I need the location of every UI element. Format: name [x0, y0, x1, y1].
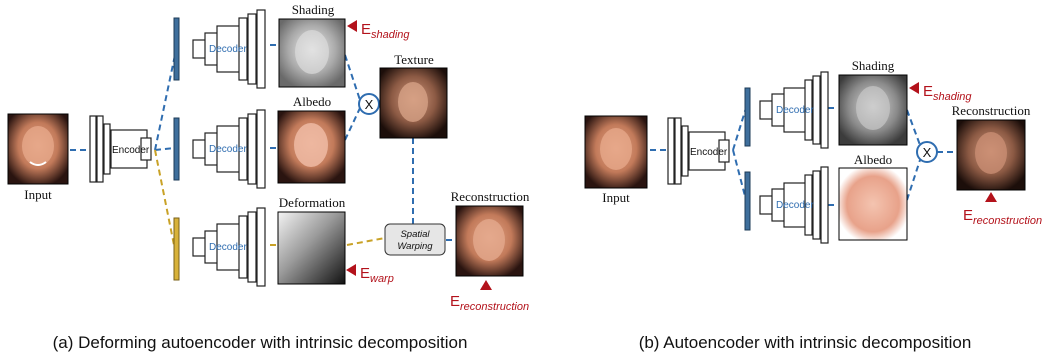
decoder-albedo-a [192, 109, 266, 189]
e-reconstruction-sub-a: reconstruction [460, 301, 529, 313]
decoder-label-albedo-b: Decoder [776, 200, 814, 211]
panel-a-blue-connections [70, 44, 455, 241]
latent-bar-albedo-b [744, 171, 751, 231]
caption-a: (a) Deforming autoencoder with intrinsic… [53, 333, 468, 352]
e-warp-base-a: E [360, 265, 370, 282]
shading-error-marker-a [347, 20, 357, 32]
e-shading-base-b: E [923, 83, 933, 100]
e-reconstruction-base-a: E [450, 293, 460, 310]
decoder-label-deformation-a: Decoder [209, 242, 247, 253]
caption-b: (b) Autoencoder with intrinsic decomposi… [639, 333, 972, 352]
e-reconstruction-sub-b: reconstruction [973, 215, 1042, 227]
decoder-deformation-a [192, 207, 266, 287]
decoder-label-shading-a: Decoder [209, 44, 247, 55]
albedo-label-a: Albedo [293, 94, 331, 109]
panel-a: Input Encoder Decoder [7, 2, 530, 352]
decoder-label-albedo-a: Decoder [209, 144, 247, 155]
decoder-shading-b [759, 71, 829, 149]
multiply-symbol-a: X [365, 97, 374, 112]
multiply-symbol-b: X [923, 145, 932, 160]
e-shading-sub-b: shading [933, 91, 972, 103]
texture-label-a: Texture [394, 52, 434, 67]
albedo-label-b: Albedo [854, 152, 892, 167]
shading-label-a: Shading [292, 2, 335, 17]
decoder-albedo-b [759, 166, 829, 244]
input-face-image [7, 113, 69, 185]
e-shading-sub-a: shading [371, 29, 410, 41]
multiply-node-a [358, 93, 380, 115]
encoder-label-b: Encoder [690, 147, 728, 158]
albedo-image-b [838, 167, 908, 241]
spatial-warping-box-a [384, 223, 446, 256]
panel-a-gold-connections [154, 149, 386, 251]
reconstruction-label-b: Reconstruction [952, 103, 1031, 118]
reconstruction-label-a: Reconstruction [451, 189, 530, 204]
e-shading-base-a: E [361, 21, 371, 38]
encoder-block-b [667, 117, 730, 185]
input-label-a: Input [24, 187, 52, 202]
reconstruction-error-marker-b [985, 192, 997, 202]
encoder-block-a [89, 115, 152, 183]
latent-bar-shading-a [173, 17, 180, 81]
shading-label-b: Shading [852, 58, 895, 73]
encoder-label-a: Encoder [112, 145, 150, 156]
latent-bar-albedo-a [173, 117, 180, 181]
shading-error-marker-b [909, 82, 919, 94]
spatial-warping-line2-a: Warping [397, 241, 433, 252]
panel-b-blue-connections [650, 107, 955, 206]
reconstruction-error-marker-a [480, 280, 492, 290]
warp-error-marker-a [346, 264, 356, 276]
panel-b: Input Encoder Decoder [584, 58, 1042, 352]
decoder-shading-a [192, 9, 266, 89]
multiply-node-b [916, 141, 938, 163]
latent-bar-shading-b [744, 87, 751, 147]
decoder-label-shading-b: Decoder [776, 105, 814, 116]
e-reconstruction-base-b: E [963, 207, 973, 224]
spatial-warping-line1-a: Spatial [400, 229, 430, 240]
e-warp-sub-a: warp [370, 273, 394, 285]
input-label-b: Input [602, 190, 630, 205]
deformation-label-a: Deformation [279, 195, 346, 210]
latent-bar-deformation-a [173, 217, 180, 281]
deformation-image-a [277, 211, 346, 285]
